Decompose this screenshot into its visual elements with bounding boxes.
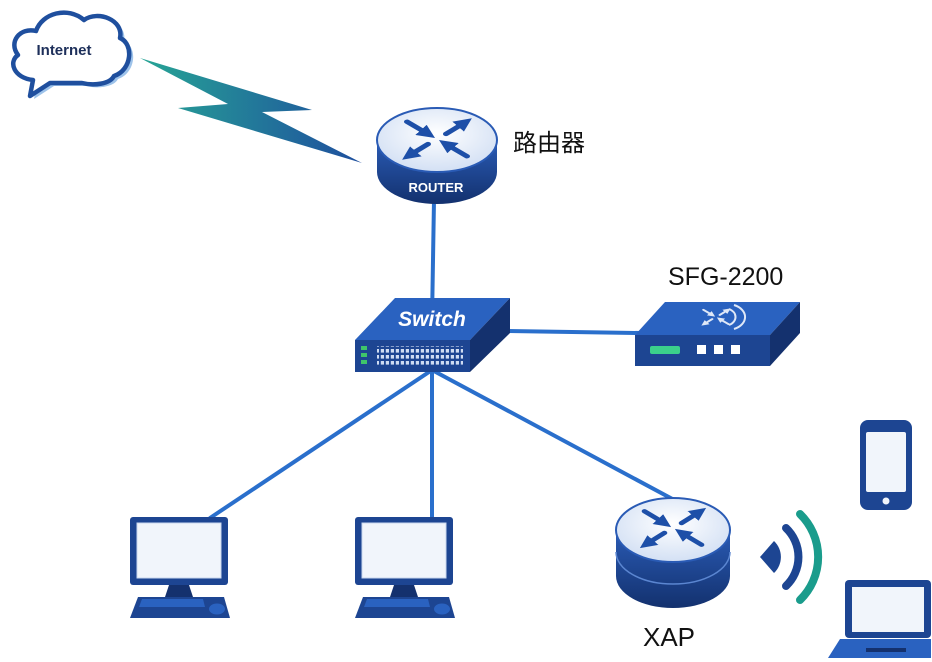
laptop-trackpad xyxy=(866,648,906,652)
wifi-inner-arc xyxy=(782,524,803,590)
desktop-computer-2-icon xyxy=(355,517,455,618)
router-top xyxy=(376,107,498,173)
pc2-stand xyxy=(390,585,418,597)
sfg-status-bar xyxy=(650,346,680,354)
sfg-signal-arcs-icon xyxy=(728,304,747,330)
wifi-outer-arc xyxy=(796,510,823,604)
internet-label: Internet xyxy=(36,42,91,59)
xap-top xyxy=(615,497,731,563)
switch-xap-link xyxy=(430,368,680,504)
lightning-bolt-icon xyxy=(140,58,362,163)
pc1-keys xyxy=(139,599,205,607)
switch-side-face xyxy=(470,298,510,372)
smartphone-icon xyxy=(860,420,912,510)
router-icon: ROUTER xyxy=(376,107,498,204)
laptop-screen xyxy=(852,587,924,632)
xap-rim xyxy=(615,551,731,585)
cloud-outline xyxy=(11,10,132,99)
pc1-screen xyxy=(136,522,222,579)
sfg-indicator-lights xyxy=(697,345,740,354)
wireless-access-point-icon xyxy=(615,497,731,608)
internet-cloud-icon: Internet xyxy=(11,10,134,99)
router-label: ROUTER xyxy=(409,180,465,195)
switch-port-grid xyxy=(377,346,463,365)
wifi-source-wedge xyxy=(760,541,781,573)
pc1-mouse xyxy=(209,603,225,615)
xap-arrows-icon xyxy=(639,507,707,549)
switch-pc1-link xyxy=(208,368,434,520)
switch-label: Switch xyxy=(398,308,466,331)
wifi-signal-icon xyxy=(760,510,823,604)
pc2-keys xyxy=(364,599,430,607)
pc2-mouse xyxy=(434,603,450,615)
desktop-computer-1-icon xyxy=(130,517,230,618)
sfg-side-face xyxy=(770,302,800,366)
sfg-caption: SFG-2200 xyxy=(668,263,783,291)
router-caption: 路由器 xyxy=(513,129,585,157)
security-gateway-icon xyxy=(635,302,800,366)
switch-icon: Switch xyxy=(355,298,510,372)
pc2-screen xyxy=(361,522,447,579)
phone-home-button xyxy=(882,497,890,505)
sfg-arrows-icon xyxy=(701,308,731,326)
xap-caption: XAP xyxy=(643,622,695,652)
phone-screen xyxy=(866,432,906,492)
router-arrows-icon xyxy=(402,118,472,160)
switch-status-leds xyxy=(361,346,367,364)
switch-sfg-link xyxy=(503,329,642,335)
laptop-icon xyxy=(828,580,931,658)
pc1-stand xyxy=(165,585,193,597)
switch-top-face xyxy=(355,298,510,340)
